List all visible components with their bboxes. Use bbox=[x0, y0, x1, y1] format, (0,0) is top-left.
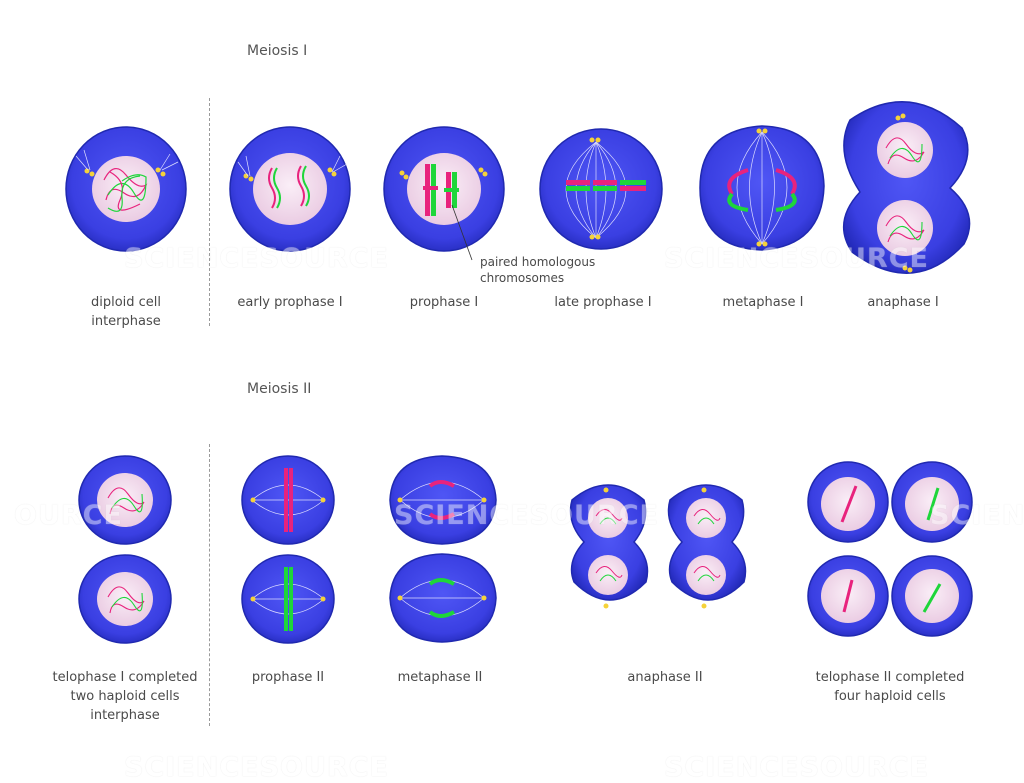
cell-telophase-1 bbox=[78, 455, 172, 644]
label-telophase-2: telophase II completed four haploid cell… bbox=[815, 670, 965, 704]
cell-metaphase-2 bbox=[389, 455, 497, 643]
cell-telophase-2 bbox=[807, 461, 973, 637]
label-prophase-2: prophase II bbox=[251, 670, 325, 685]
cell-early-prophase-1 bbox=[229, 126, 351, 252]
label-diploid-interphase: diploid cell interphase bbox=[90, 295, 162, 329]
label-early-prophase-1: early prophase I bbox=[237, 295, 343, 310]
cell-anaphase-1 bbox=[842, 101, 971, 274]
homolog-bivalents bbox=[566, 180, 646, 191]
cell-anaphase-2 bbox=[569, 484, 747, 609]
annotation-paired-homologs: paired homologous chromosomes bbox=[480, 255, 596, 285]
label-anaphase-2: anaphase II bbox=[627, 670, 703, 685]
paired-homologs bbox=[423, 164, 459, 216]
chromatin-tangle bbox=[103, 168, 148, 212]
label-anaphase-1: anaphase I bbox=[867, 295, 939, 310]
centrosome-pair bbox=[84, 167, 166, 177]
cell-metaphase-1 bbox=[699, 125, 825, 251]
cell-late-prophase-1 bbox=[539, 128, 663, 250]
section-title-meiosis2: Meiosis II bbox=[247, 381, 312, 397]
label-prophase-1: prophase I bbox=[409, 295, 479, 310]
label-metaphase-2: metaphase II bbox=[397, 670, 483, 685]
condensing-chromosomes bbox=[268, 165, 310, 209]
cell-prophase-1 bbox=[383, 126, 505, 261]
label-late-prophase-1: late prophase I bbox=[554, 295, 652, 310]
label-metaphase-1: metaphase I bbox=[722, 295, 804, 310]
label-telophase-1: telophase I completed two haploid cells … bbox=[52, 670, 198, 723]
cell-diploid-interphase bbox=[65, 126, 187, 252]
section-title-meiosis1: Meiosis I bbox=[247, 43, 308, 59]
homolog-arcs bbox=[727, 168, 797, 212]
divider-meiosis1 bbox=[209, 98, 210, 326]
divider-meiosis2 bbox=[209, 444, 210, 726]
cell-prophase-2 bbox=[241, 455, 335, 644]
